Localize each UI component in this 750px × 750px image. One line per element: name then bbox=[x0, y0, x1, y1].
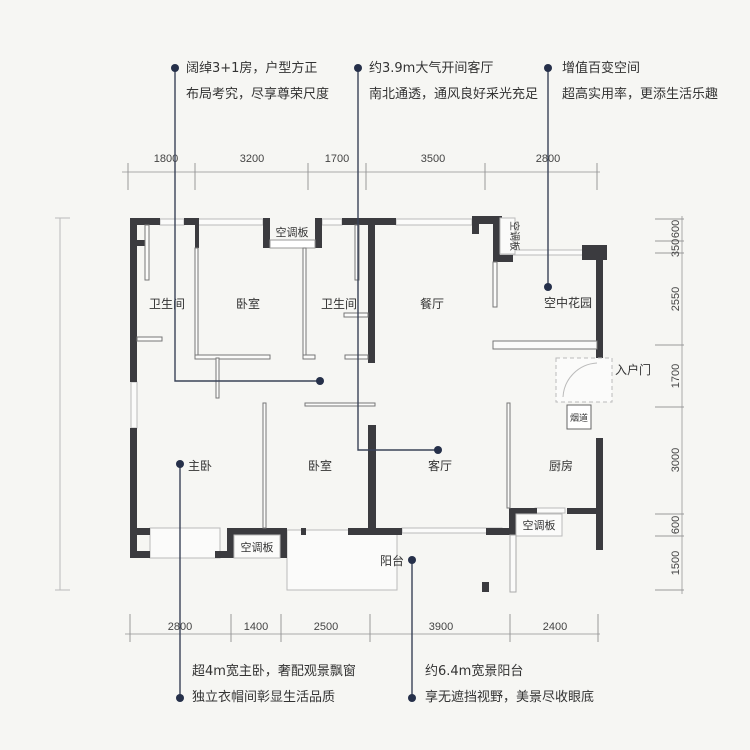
callout-line: 享无遮挡视野，美景尽收眼底 bbox=[425, 690, 595, 705]
room-sky-garden: 空中花园 bbox=[544, 295, 592, 310]
room-master-bedroom: 主卧 bbox=[188, 459, 212, 473]
dim-right-1: 350 bbox=[670, 239, 682, 257]
callout-line: 布局考究，尽享尊荣尺度 bbox=[186, 87, 330, 102]
dim-top-3: 1700 bbox=[325, 153, 349, 165]
dim-right-6: 600 bbox=[670, 516, 682, 534]
dim-top-4: 3500 bbox=[421, 153, 445, 165]
dim-right-4: 1700 bbox=[670, 364, 682, 388]
callout-line: 超4m宽主卧，奢配观景飘窗 bbox=[192, 664, 356, 679]
callout-line: 超高实用率，更添生活乐趣 bbox=[562, 87, 719, 102]
ac-panel-label-3: 空调板 bbox=[241, 540, 274, 554]
dim-bottom-2: 1400 bbox=[244, 621, 268, 633]
dim-right-3: 2550 bbox=[670, 287, 682, 311]
callout-layout: 阔绰3+1房，户型方正 布局考究，尽享尊荣尺度 bbox=[186, 56, 329, 108]
dim-bottom-4: 3900 bbox=[429, 621, 453, 633]
partitions bbox=[136, 217, 613, 593]
ac-panel-label-2: 空调板 bbox=[508, 221, 521, 251]
room-kitchen: 厨房 bbox=[549, 458, 573, 473]
dim-top-2: 3200 bbox=[240, 153, 264, 165]
room-bathroom-2: 卫生间 bbox=[321, 297, 357, 311]
dim-bottom-3: 2500 bbox=[314, 621, 338, 633]
callout-line: 约3.9m大气开间客厅 bbox=[369, 61, 494, 76]
room-bedroom-1: 卧室 bbox=[236, 296, 260, 311]
dimension-lines bbox=[55, 163, 684, 642]
entrance-door-label: 入户门 bbox=[615, 362, 651, 377]
dim-right-2: 600 bbox=[670, 220, 682, 238]
dim-right-7: 1500 bbox=[670, 551, 682, 575]
callout-line: 南北通透，通风良好采光充足 bbox=[369, 87, 539, 102]
room-bedroom-2: 卧室 bbox=[308, 458, 332, 473]
room-balcony: 阳台 bbox=[380, 553, 404, 568]
callout-balcony: 约6.4m宽景阳台 享无遮挡视野，美景尽收眼底 bbox=[425, 659, 594, 711]
walls bbox=[130, 216, 607, 592]
callout-line: 阔绰3+1房，户型方正 bbox=[186, 61, 318, 76]
dim-bottom-5: 2400 bbox=[543, 621, 567, 633]
room-living: 客厅 bbox=[428, 458, 452, 473]
ac-panel-label-4: 空调板 bbox=[523, 518, 556, 532]
callout-garden: 增值百变空间 超高实用率，更添生活乐趣 bbox=[562, 56, 718, 108]
callout-master-bedroom: 超4m宽主卧，奢配观景飘窗 独立衣帽间彰显生活品质 bbox=[192, 659, 356, 711]
ac-panel-label-1: 空调板 bbox=[276, 225, 309, 239]
callout-living-room: 约3.9m大气开间客厅 南北通透，通风良好采光充足 bbox=[369, 56, 538, 108]
callout-line: 约6.4m宽景阳台 bbox=[425, 664, 524, 679]
dim-top-1: 1800 bbox=[154, 153, 178, 165]
callout-line: 独立衣帽间彰显生活品质 bbox=[192, 690, 336, 705]
flue-label: 烟道 bbox=[570, 412, 588, 424]
room-bathroom-1: 卫生间 bbox=[149, 297, 185, 311]
room-dining: 餐厅 bbox=[420, 296, 444, 311]
callout-leaders bbox=[171, 64, 552, 702]
ac-hatch bbox=[269, 239, 316, 249]
callout-line: 增值百变空间 bbox=[562, 61, 641, 76]
windows bbox=[130, 218, 584, 591]
dim-right-5: 3000 bbox=[670, 448, 682, 472]
